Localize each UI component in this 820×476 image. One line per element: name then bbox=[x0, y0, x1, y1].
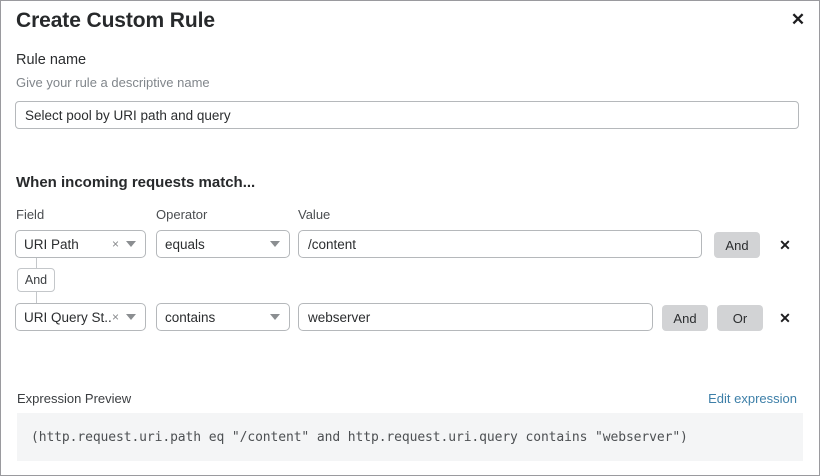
column-header-field: Field bbox=[16, 207, 45, 222]
dialog-title: Create Custom Rule bbox=[16, 9, 215, 32]
field-select-row-1[interactable]: URI Path × bbox=[15, 230, 146, 258]
value-input-row-1-value: /content bbox=[308, 236, 357, 252]
or-button-row-2[interactable]: Or bbox=[717, 305, 763, 331]
clear-icon[interactable]: × bbox=[111, 310, 119, 324]
chevron-down-icon[interactable] bbox=[270, 314, 280, 320]
rule-name-label: Rule name bbox=[16, 52, 87, 68]
row-connector-and-chip[interactable]: And bbox=[17, 268, 55, 292]
match-section-heading: When incoming requests match... bbox=[16, 174, 256, 191]
chevron-down-icon[interactable] bbox=[270, 241, 280, 247]
and-button-row-1[interactable]: And bbox=[714, 232, 760, 258]
operator-select-row-2[interactable]: contains bbox=[156, 303, 290, 331]
operator-select-row-1[interactable]: equals bbox=[156, 230, 290, 258]
chevron-down-icon[interactable] bbox=[126, 314, 136, 320]
value-input-row-2[interactable]: webserver bbox=[298, 303, 653, 331]
operator-select-row-1-value: equals bbox=[165, 236, 205, 252]
close-icon[interactable]: ✕ bbox=[790, 9, 806, 29]
clear-icon[interactable]: × bbox=[111, 237, 119, 251]
value-input-row-1[interactable]: /content bbox=[298, 230, 702, 258]
rule-name-input-value: Select pool by URI path and query bbox=[25, 107, 231, 123]
expression-preview-box: (http.request.uri.path eq "/content" and… bbox=[17, 413, 803, 461]
field-select-row-2[interactable]: URI Query St... × bbox=[15, 303, 146, 331]
remove-row-2-icon[interactable]: ✕ bbox=[779, 310, 791, 326]
expression-preview-label: Expression Preview bbox=[17, 391, 132, 406]
field-select-row-2-value: URI Query St... bbox=[24, 309, 112, 325]
field-select-row-1-value: URI Path bbox=[24, 236, 79, 252]
value-input-row-2-value: webserver bbox=[308, 309, 371, 325]
remove-row-1-icon[interactable]: ✕ bbox=[779, 237, 791, 253]
rule-name-help-text: Give your rule a descriptive name bbox=[16, 75, 210, 90]
column-header-value: Value bbox=[298, 207, 331, 222]
expression-preview-text: (http.request.uri.path eq "/content" and… bbox=[31, 429, 688, 445]
column-header-operator: Operator bbox=[156, 207, 208, 222]
rule-name-input[interactable]: Select pool by URI path and query bbox=[15, 101, 799, 129]
operator-select-row-2-value: contains bbox=[165, 309, 216, 325]
and-button-row-2[interactable]: And bbox=[662, 305, 708, 331]
edit-expression-link[interactable]: Edit expression bbox=[708, 391, 797, 406]
chevron-down-icon[interactable] bbox=[126, 241, 136, 247]
